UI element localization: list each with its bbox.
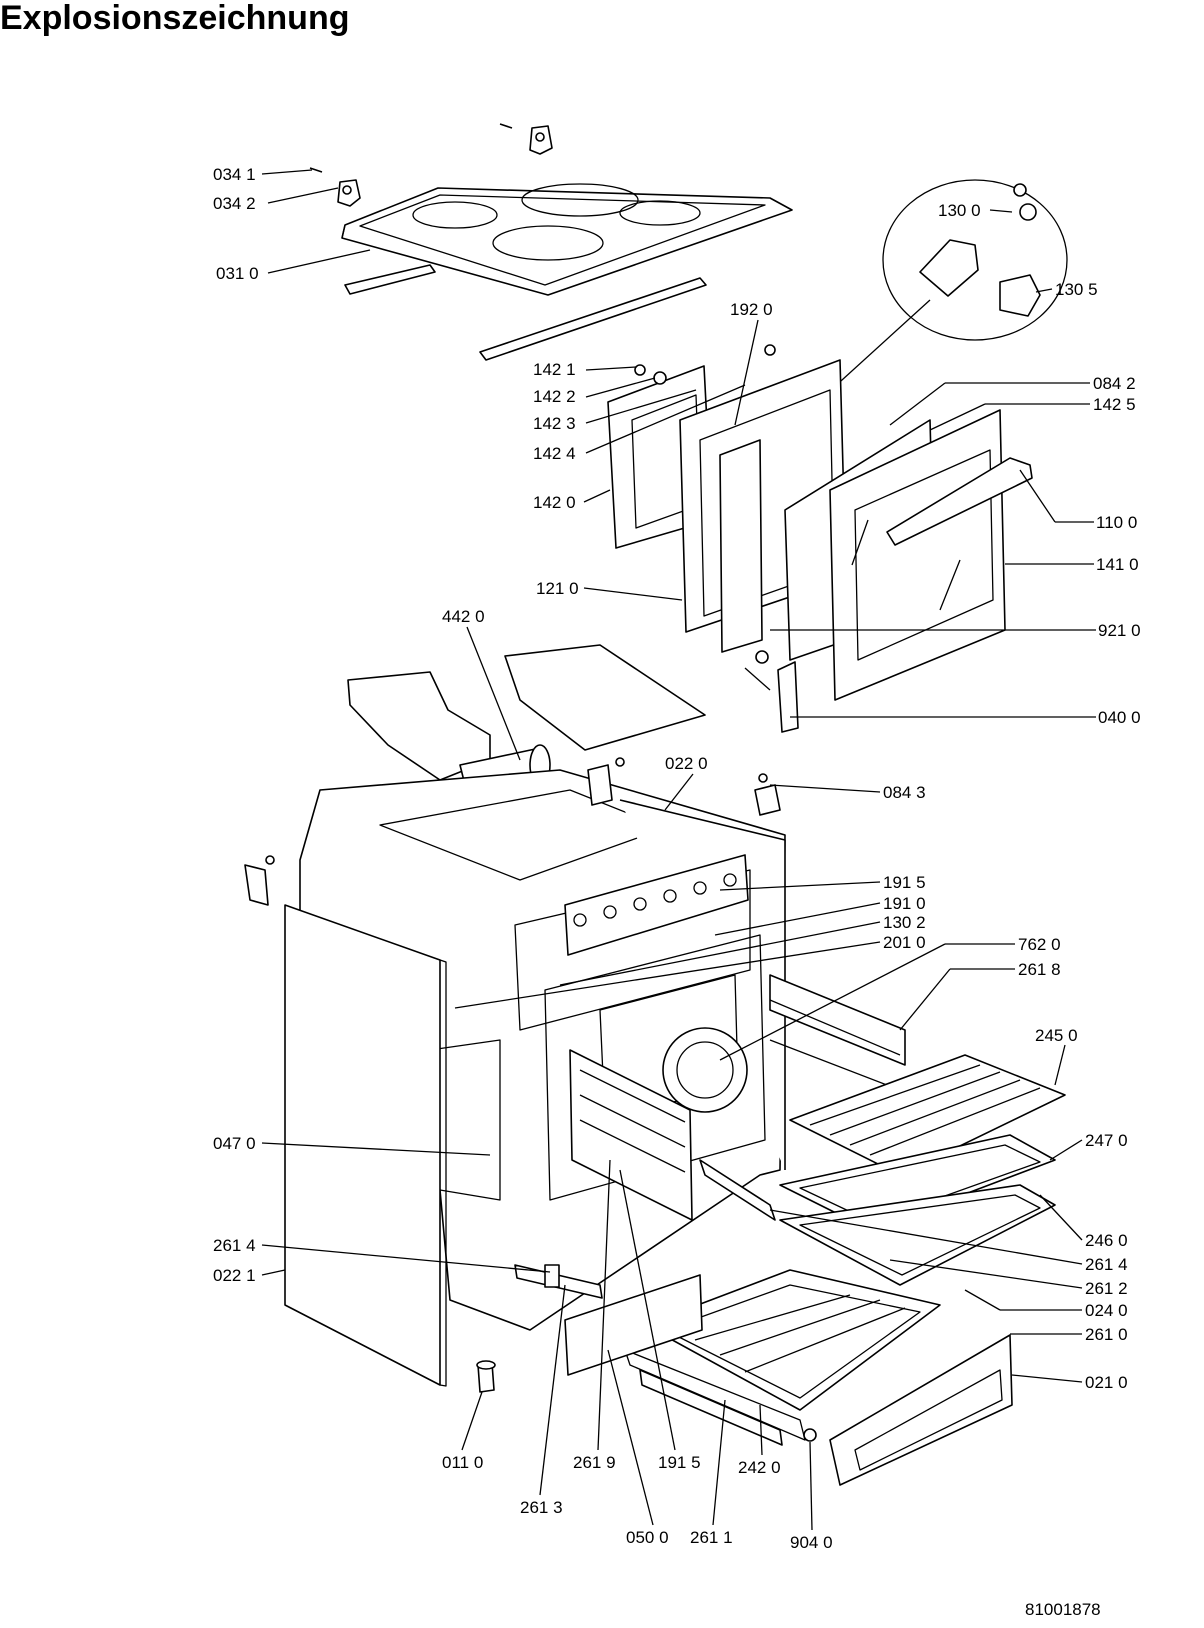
label-1300: 130 0 [938, 201, 981, 220]
wire-rack-2450 [789, 1054, 1066, 1176]
label-9040: 904 0 [790, 1533, 833, 1552]
label-0470: 047 0 [213, 1134, 256, 1153]
label-1424: 142 4 [533, 444, 576, 463]
label-1210: 121 0 [536, 579, 579, 598]
leader-lines [261, 169, 1096, 1531]
label-2614-right: 261 4 [1085, 1255, 1128, 1274]
drawer-rail-2611 [639, 1369, 783, 1446]
label-2460: 246 0 [1085, 1231, 1128, 1250]
shelf-supports-2619 [569, 974, 906, 1221]
label-2614-left: 261 4 [213, 1236, 256, 1255]
drawer-front-0210 [829, 1334, 1013, 1486]
label-0310: 031 0 [216, 264, 259, 283]
support-rails [344, 264, 707, 361]
drawer-part-2420 [624, 1269, 941, 1441]
label-2613: 261 3 [520, 1498, 563, 1517]
label-1420: 142 0 [533, 493, 576, 512]
label-1421: 142 1 [533, 360, 576, 379]
label-1425: 142 5 [1093, 395, 1136, 414]
label-1920: 192 0 [730, 300, 773, 319]
label-1910: 191 0 [883, 894, 926, 913]
label-0341: 034 1 [213, 165, 256, 184]
side-panel-0221 [284, 904, 447, 1387]
label-2420: 242 0 [738, 1458, 781, 1477]
label-1410: 141 0 [1096, 555, 1139, 574]
label-7620: 762 0 [1018, 935, 1061, 954]
label-0221: 022 1 [213, 1266, 256, 1285]
label-1302: 130 2 [883, 913, 926, 932]
label-0342: 034 2 [213, 194, 256, 213]
label-2612: 261 2 [1085, 1279, 1128, 1298]
label-1422: 142 2 [533, 387, 576, 406]
label-2470: 247 0 [1085, 1131, 1128, 1150]
label-2610: 261 0 [1085, 1325, 1128, 1344]
label-2611: 261 1 [690, 1528, 733, 1547]
label-1915-lower: 191 5 [658, 1453, 701, 1472]
document-number: 81001878 [1025, 1600, 1101, 1619]
door-outer-part-1410 [784, 409, 1033, 701]
label-0400: 040 0 [1098, 708, 1141, 727]
telescopic-rails-2614 [514, 1159, 776, 1299]
label-1423: 142 3 [533, 414, 576, 433]
label-2450: 245 0 [1035, 1026, 1078, 1045]
label-0500: 050 0 [626, 1528, 669, 1547]
label-1915-upper: 191 5 [883, 873, 926, 892]
hinge-part-0342 [309, 123, 553, 207]
cooktop-part-0310 [341, 183, 793, 296]
parts-artwork [244, 123, 1068, 1486]
label-0843: 084 3 [883, 783, 926, 802]
switch-detail-1300 [819, 179, 1068, 401]
label-1305: 130 5 [1055, 280, 1098, 299]
label-0210: 021 0 [1085, 1373, 1128, 1392]
door-inner-panels [607, 344, 847, 653]
nut-9040 [803, 1428, 817, 1442]
label-2010: 201 0 [883, 933, 926, 952]
label-4420: 442 0 [442, 607, 485, 626]
label-1100: 110 0 [1096, 513, 1137, 532]
label-2618: 261 8 [1018, 960, 1061, 979]
label-0842: 084 2 [1093, 374, 1136, 393]
plinth-0500 [564, 1274, 703, 1376]
screws [244, 757, 781, 906]
page-title: Explosionszeichnung [0, 0, 350, 37]
label-0220: 022 0 [665, 754, 708, 773]
label-0240: 024 0 [1085, 1301, 1128, 1320]
label-2619: 261 9 [573, 1453, 616, 1472]
part-labels: 034 1 034 2 031 0 130 0 130 5 192 0 142 … [213, 165, 1141, 1552]
label-0110: 011 0 [442, 1453, 483, 1472]
label-9210: 921 0 [1098, 621, 1141, 640]
foot-0110 [476, 1360, 496, 1393]
door-hinge-0400 [744, 650, 799, 733]
